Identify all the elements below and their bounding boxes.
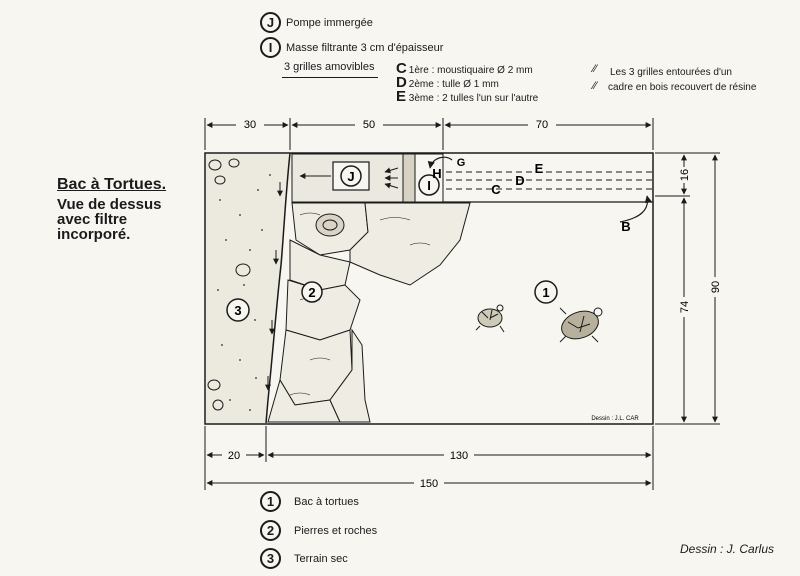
zone3-circle bbox=[226, 298, 250, 322]
label-b: B bbox=[621, 219, 630, 234]
dim-right-16: 16 bbox=[679, 169, 691, 181]
legend-zone-2-num: 2 bbox=[260, 520, 281, 541]
pump-inflow-arrows bbox=[384, 167, 399, 189]
label-zone2: 2 bbox=[308, 285, 315, 300]
legend-filter: I Masse filtrante 3 cm d'épaisseur bbox=[260, 37, 443, 58]
legend-pump-text: Pompe immergée bbox=[286, 16, 373, 29]
dry-land-dots bbox=[217, 174, 271, 411]
turtle-large bbox=[559, 307, 603, 343]
turtle-on-rock bbox=[315, 213, 345, 237]
grille-d-text: 2ème : tulle Ø 1 mm bbox=[408, 79, 499, 90]
zone2-circle bbox=[301, 281, 323, 303]
label-d: D bbox=[515, 173, 524, 188]
legend-pump: J Pompe immergée bbox=[260, 12, 373, 33]
label-g: G bbox=[457, 157, 466, 169]
legend-zone-2: 2 Pierres et roches bbox=[260, 520, 377, 541]
signature-small: Dessin : J.L. CAR bbox=[591, 416, 639, 422]
grille-e-letter: E bbox=[396, 88, 407, 105]
dim-right-74: 74 bbox=[679, 301, 691, 313]
legend-zone-1-text: Bac à tortues bbox=[294, 495, 359, 508]
legend-zone-1-num: 1 bbox=[260, 491, 281, 512]
dimension-top bbox=[204, 118, 654, 150]
dim-bottom-20: 20 bbox=[228, 450, 240, 462]
grille-c: C 1ère : moustiquaire Ø 2 mm bbox=[396, 60, 533, 77]
grilles-underline bbox=[282, 77, 378, 78]
dim-top-70: 70 bbox=[536, 119, 548, 131]
legend-letter-i: I bbox=[260, 37, 281, 58]
pump-circle bbox=[340, 165, 362, 187]
turtle-small bbox=[475, 304, 505, 333]
label-i: I bbox=[427, 178, 431, 193]
label-c: C bbox=[491, 182, 501, 197]
dry-land-stones bbox=[207, 158, 251, 411]
dim-right-90: 90 bbox=[710, 281, 722, 293]
grille-c-letter: C bbox=[396, 60, 407, 77]
label-h: H bbox=[432, 166, 441, 181]
grilles-note-line2: cadre en bois recouvert de résine bbox=[608, 82, 757, 93]
label-zone3: 3 bbox=[234, 303, 241, 318]
grilles-note-line1: Les 3 grilles entourées d'un bbox=[610, 67, 732, 78]
legend-letter-j: J bbox=[260, 12, 281, 33]
diagram-title: Bac à Tortues. bbox=[57, 176, 167, 193]
legend-filter-text: Masse filtrante 3 cm d'épaisseur bbox=[286, 41, 444, 54]
diagram-subtitle-3: incorporé. bbox=[57, 226, 131, 243]
diagram-subtitle-2: avec filtre bbox=[57, 211, 128, 228]
zone1-circle bbox=[534, 280, 558, 304]
legend-zone-3: 3 Terrain sec bbox=[260, 548, 348, 569]
grille-d-letter: D bbox=[396, 74, 407, 91]
label-j: J bbox=[347, 169, 354, 184]
legend-zone-3-text: Terrain sec bbox=[294, 552, 348, 565]
dim-bottom-130: 130 bbox=[450, 450, 468, 462]
grille-c-text: 1ère : moustiquaire Ø 2 mm bbox=[408, 65, 533, 76]
credit: Dessin : J. Carlus bbox=[680, 542, 775, 556]
rock-texture bbox=[289, 212, 431, 396]
dim-top-30: 30 bbox=[244, 119, 256, 131]
grilles-heading: 3 grilles amovibles bbox=[284, 61, 375, 73]
legend-zone-2-text: Pierres et roches bbox=[294, 524, 378, 537]
rocks bbox=[267, 202, 471, 423]
note-mark: ⁄⁄ bbox=[593, 63, 597, 75]
legend-zone-3-num: 3 bbox=[260, 548, 281, 569]
diagram-subtitle-1: Vue de dessus bbox=[57, 196, 162, 213]
grille-e-text: 3ème : 2 tulles l'un sur l'autre bbox=[408, 93, 539, 104]
grilles-lines bbox=[446, 171, 652, 190]
legend-zone-1: 1 Bac à tortues bbox=[260, 491, 359, 512]
flow-arrow-g bbox=[427, 156, 453, 169]
dim-top-50: 50 bbox=[363, 119, 375, 131]
shore-line bbox=[265, 152, 291, 424]
filter-wall bbox=[402, 153, 416, 203]
grille-d: D 2ème : tulle Ø 1 mm bbox=[396, 74, 499, 91]
label-e: E bbox=[535, 161, 544, 176]
grille-e: E 3ème : 2 tulles l'un sur l'autre bbox=[396, 88, 538, 105]
dim-bottom-150: 150 bbox=[420, 478, 438, 490]
filter-mass-circle bbox=[418, 174, 440, 196]
note-mark-2: ⁄⁄ bbox=[593, 80, 597, 92]
label-zone1: 1 bbox=[542, 285, 549, 300]
dry-land bbox=[206, 154, 295, 423]
flow-arrow-b bbox=[619, 195, 652, 223]
flow-arrows bbox=[265, 182, 283, 391]
